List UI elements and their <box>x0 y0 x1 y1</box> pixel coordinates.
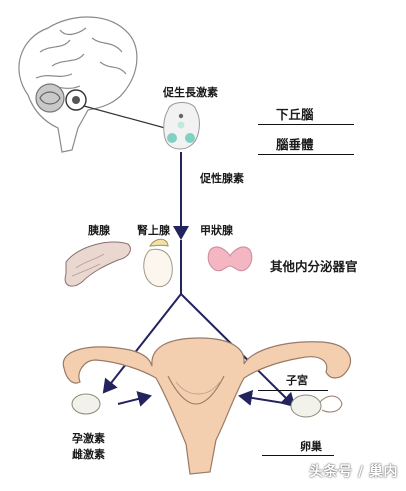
other-organs-label: 其他内分泌器官 <box>270 259 358 274</box>
uterus-illustration <box>62 337 352 475</box>
pituitary-rule <box>258 154 354 156</box>
brain-illustration <box>18 16 166 153</box>
thyroid-label: 甲狀腺 <box>200 224 233 237</box>
watermark: 头条号 / 巢内 <box>309 464 398 480</box>
adrenal-label: 腎上腺 <box>137 224 170 237</box>
pituitary-label: 腦垂體 <box>276 137 314 152</box>
left-hormone-arrow <box>117 391 152 407</box>
ovary-rule <box>262 455 334 457</box>
uterus-rule <box>258 390 328 392</box>
estrogen-label: 雌激素 <box>72 448 105 461</box>
pituitary-illustration <box>163 102 200 150</box>
hypothalamus-rule <box>258 124 354 126</box>
progesterone-label: 孕激素 <box>72 432 105 445</box>
hypothalamus-label: 下丘腦 <box>276 107 314 122</box>
ovary-label: 卵巢 <box>300 440 322 453</box>
uterus-label: 子宮 <box>286 374 308 387</box>
adrenal-illustration <box>143 238 173 288</box>
right-hormone-arrow <box>238 389 291 406</box>
gh-releasing-label: 促生長激素 <box>163 86 218 99</box>
gonadotropin-label: 促性腺素 <box>200 172 244 185</box>
thyroid-illustration <box>207 246 253 272</box>
pancreas-label: 胰腺 <box>88 224 110 237</box>
left-branch-arrow <box>102 293 182 394</box>
pancreas-illustration <box>64 241 131 287</box>
